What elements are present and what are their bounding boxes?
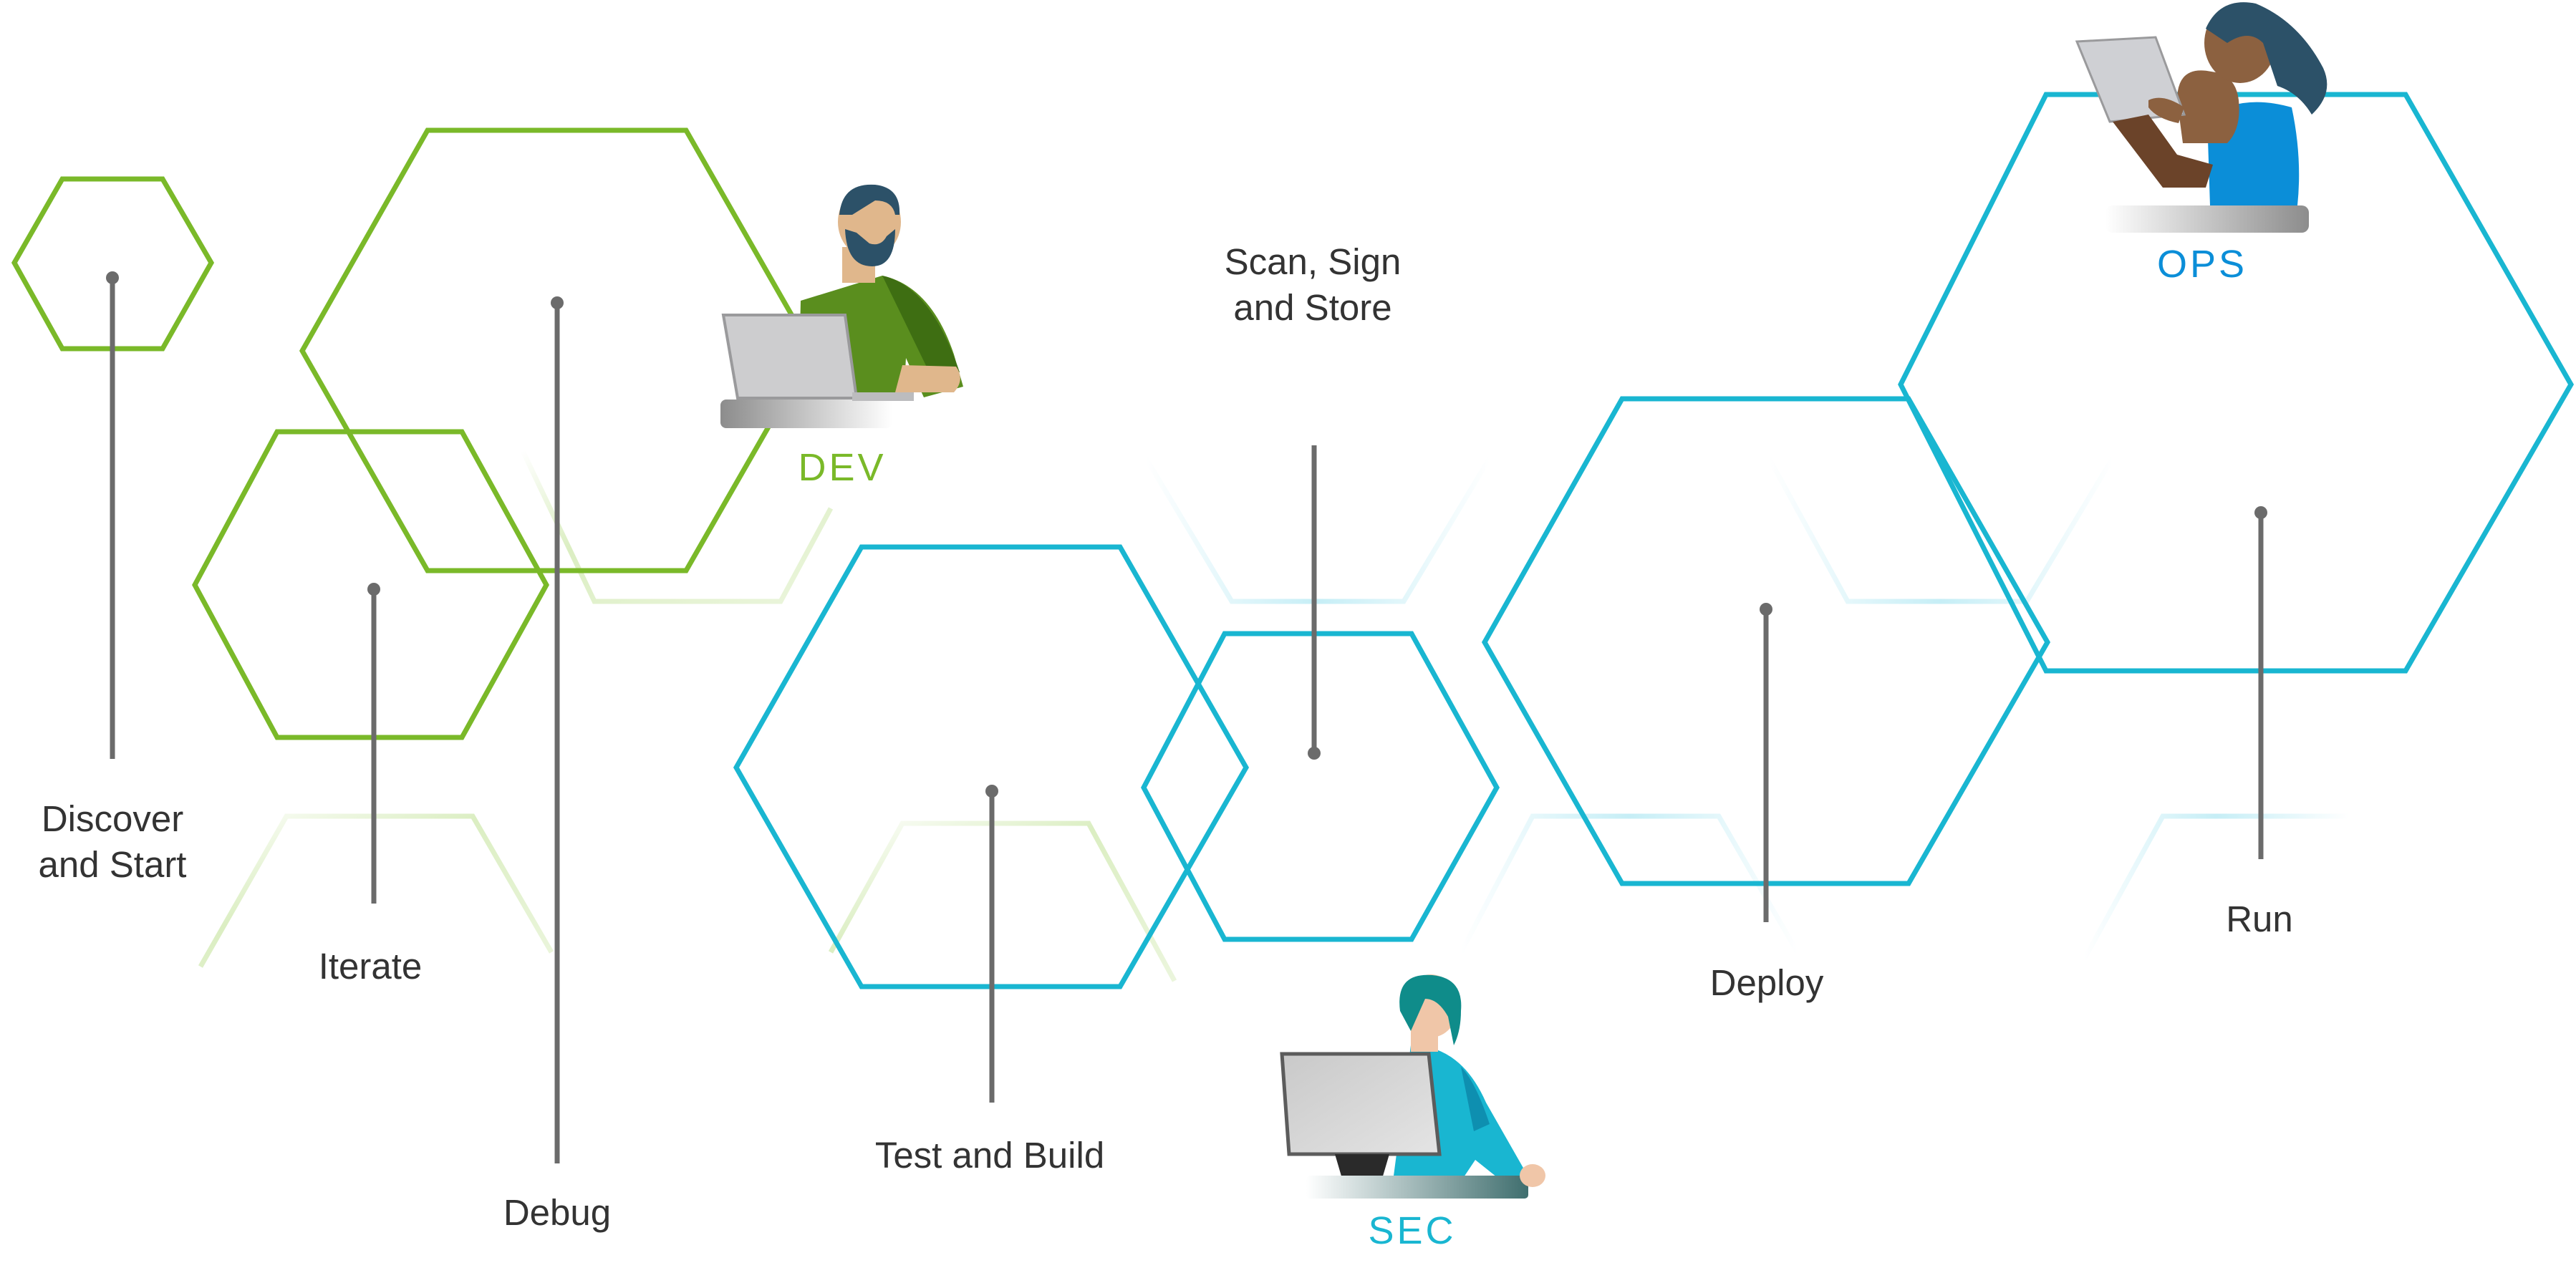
pin-dot-iterate: [367, 583, 380, 596]
sec-ops-hexagons: [733, 92, 2575, 989]
stage-label-debug: Debug: [503, 1192, 612, 1233]
developer-at-laptop-icon: [720, 184, 963, 428]
stage-label-scan-sign-store: Scan, Sign and Store: [1224, 241, 1402, 328]
faint-hex-green-3: [828, 820, 1177, 982]
background-hex-fragments: [198, 450, 2349, 982]
role-label-dev: DEV: [798, 446, 887, 489]
hexagon-iterate: [192, 429, 549, 740]
operator-with-tablet-icon: [2075, 2, 2327, 233]
pin-dot-debug: [551, 296, 564, 309]
hexagon-deploy: [1481, 396, 2051, 886]
hexagon-run: [1898, 92, 2575, 674]
pin-dot-deploy: [1760, 603, 1772, 616]
hexagon-discover: [11, 176, 215, 352]
faint-hex-cyan-3: [1766, 457, 2116, 604]
stage-pins: [106, 271, 2267, 1163]
faint-hex-cyan-4: [2081, 813, 2349, 961]
dev-hexagons: [11, 127, 816, 740]
stage-label-run: Run: [2226, 899, 2293, 939]
hexagon-scan-sign-store: [1141, 631, 1500, 942]
security-at-monitor-icon: [1280, 974, 1545, 1199]
stage-label-test-build: Test and Build: [874, 1135, 1105, 1176]
pin-dot-run: [2254, 506, 2267, 519]
pin-dot-test-build: [985, 785, 998, 798]
stage-label-deploy: Deploy: [1709, 962, 1824, 1003]
stage-label-iterate: Iterate: [318, 946, 423, 987]
pin-dot-discover: [106, 271, 119, 284]
role-label-sec: SEC: [1368, 1209, 1457, 1252]
faint-hex-cyan-1: [1143, 457, 1492, 604]
stage-label-discover: Discover and Start: [38, 798, 187, 885]
pin-dot-scan-sign-store: [1308, 747, 1321, 760]
role-label-ops: OPS: [2156, 243, 2248, 286]
faint-hex-green-1: [520, 450, 834, 604]
faint-hex-green-2: [198, 813, 554, 968]
hexagon-test-build: [733, 544, 1250, 989]
